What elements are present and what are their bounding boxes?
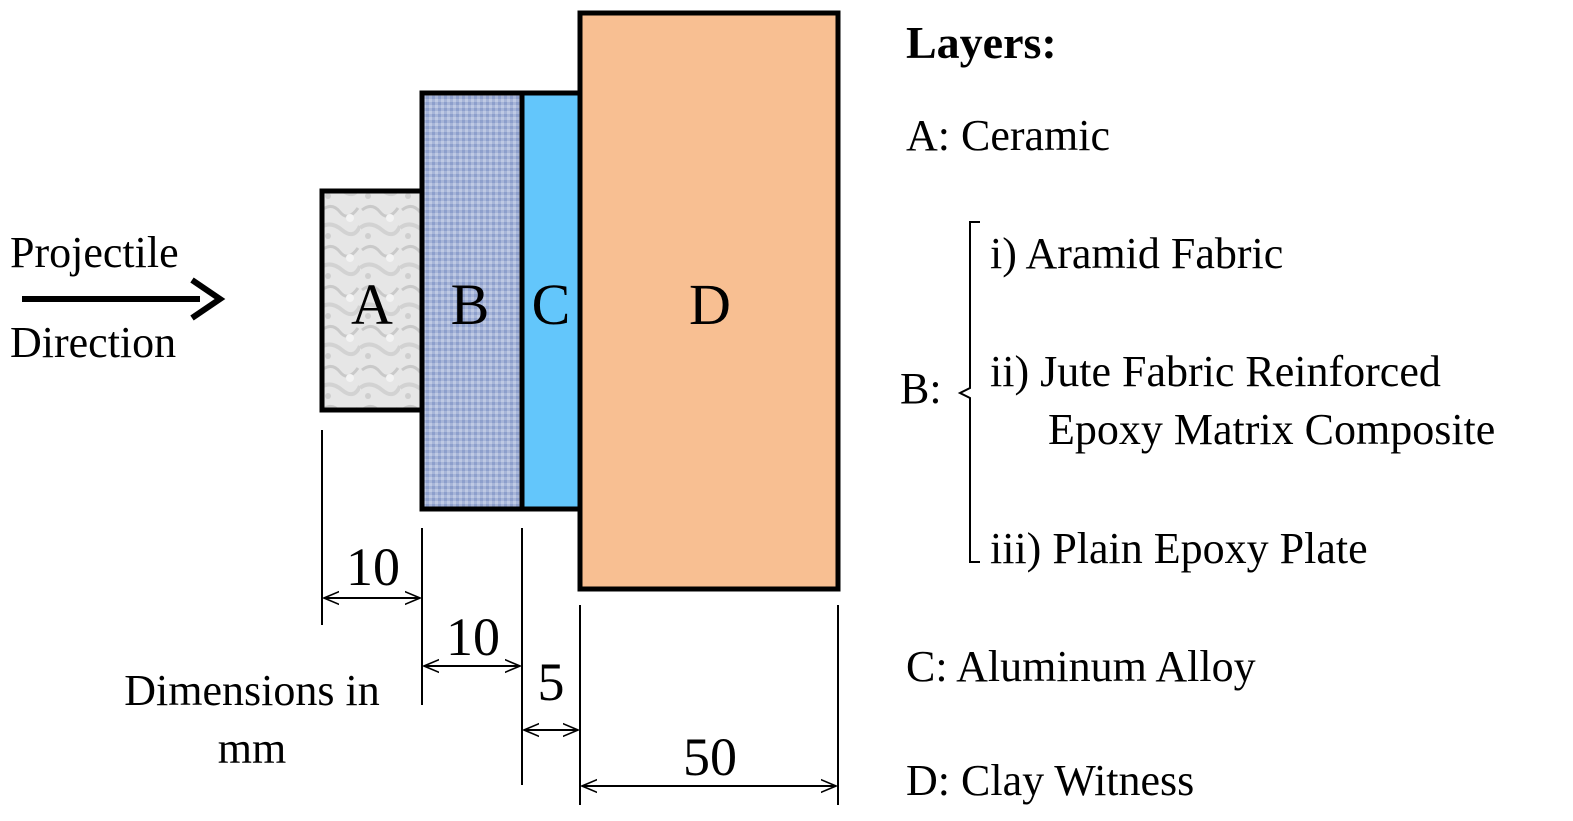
projectile-label-line2: Direction [10,318,176,367]
projectile-arrow-icon [22,277,226,321]
dimension-c-value: 5 [538,652,565,712]
layer-d-block [577,10,841,592]
dimension-d-value: 50 [683,727,737,787]
dimensions-note-line1: Dimensions in [124,666,379,715]
extension-lines [321,430,839,805]
layer-b-block [419,90,525,512]
layer-c-label: C [532,272,571,337]
legend-layer-b-item-3: iii) Plain Epoxy Plate [990,524,1368,573]
layer-d-label: D [689,272,731,337]
dimension-a-value: 10 [346,537,400,597]
legend-title: Layers: [906,17,1057,68]
dimension-b-value: 10 [446,607,500,667]
legend-layer-b-item-1: i) Aramid Fabric [990,229,1283,278]
legend-layer-b-item-2: ii) Jute Fabric Reinforced [990,347,1441,396]
legend-layer-c: C: Aluminum Alloy [906,642,1256,691]
layer-b-label: B [451,272,490,337]
layer-c-block [519,90,583,512]
legend-layer-b-prefix: B: [900,364,942,413]
legend-layer-b-item-2-cont: Epoxy Matrix Composite [1048,405,1495,454]
legend-layer-d: D: Clay Witness [906,756,1194,805]
legend-layer-a: A: Ceramic [906,111,1110,160]
projectile-label-line1: Projectile [10,228,179,277]
layer-a-label: A [351,272,393,337]
dimensions-note-line2: mm [218,724,286,773]
brace-icon [957,221,980,563]
